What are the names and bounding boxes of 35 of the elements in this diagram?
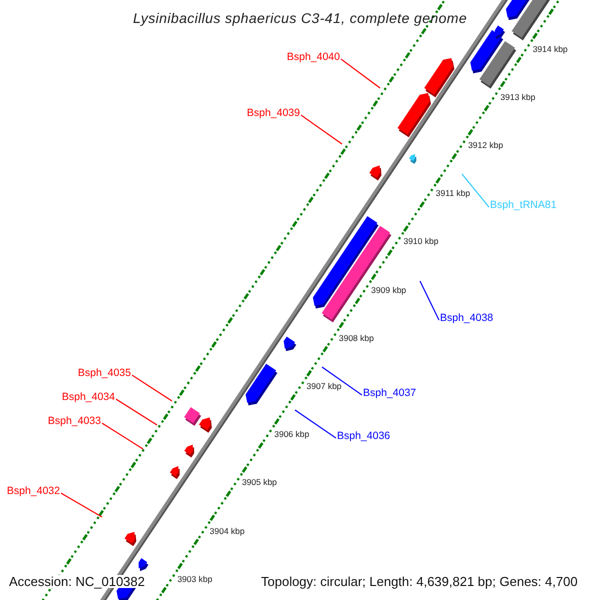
scale-label: 3910 kbp (403, 237, 438, 246)
gene-label: Bsph_4035 (78, 368, 131, 378)
info-text: Topology: circular; Length: 4,639,821 bp; Genes: 4,700 (259, 575, 580, 588)
leader-line (294, 410, 336, 439)
leader-line (300, 114, 342, 144)
leader-line (322, 366, 362, 396)
gene-label: Bsph_tRNA81 (490, 200, 557, 210)
leader-line (132, 374, 172, 402)
leader-line (420, 280, 440, 320)
gene-label: Bsph_4038 (440, 312, 494, 324)
title: Lysinibacillus sphaericus C3-41, complete genome (132, 11, 468, 25)
scale-label: 3904 kbp (210, 526, 245, 536)
gene-label: Bsph_4033 (48, 416, 101, 426)
gene-label: Bsph_4037 (363, 388, 416, 398)
scale-label: 3912 kbp (468, 141, 504, 150)
leader-line (340, 58, 380, 88)
scale-label: 3907 kbp (306, 382, 342, 391)
scale-label: 3903 kbp (177, 574, 212, 584)
gene-label: Bsph_4040 (286, 52, 340, 62)
gene-label: Bsph_4036 (337, 430, 390, 442)
scale-label: 3909 kbp (371, 286, 406, 294)
gene-label: Bsph_4034 (62, 392, 115, 402)
leader-line (60, 492, 102, 518)
scale-label: 3906 kbp (274, 430, 310, 439)
leader-line (102, 422, 144, 450)
scale-label: 3905 kbp (242, 478, 277, 487)
scale-label: 3914 kbp (532, 44, 568, 54)
scale-label: 3913 kbp (500, 92, 536, 102)
leader-line (462, 174, 490, 208)
gene-label: Bsph_4032 (6, 486, 60, 496)
scale-label: 3908 kbp (338, 334, 374, 342)
gene-label: Bsph_4039 (246, 108, 300, 118)
info-text: Accession: NC_010382 (7, 575, 147, 588)
leader-line (116, 398, 158, 426)
scale-label: 3911 kbp (436, 189, 470, 198)
